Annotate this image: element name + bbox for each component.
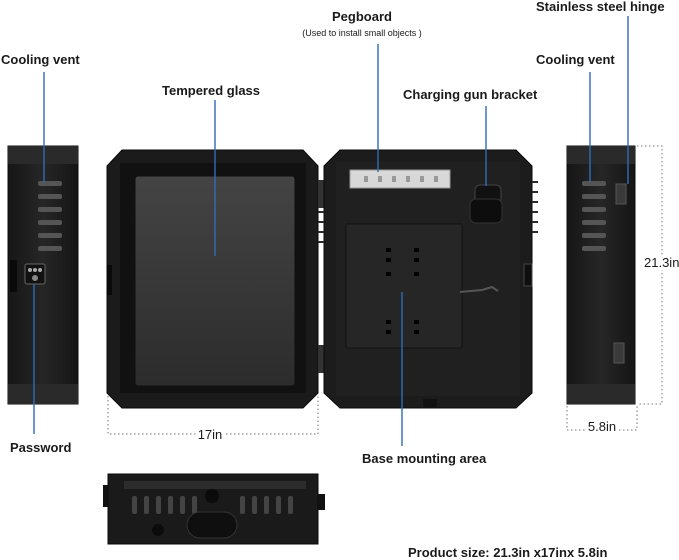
pegboard-rail: [349, 169, 451, 189]
left-side-view: [7, 145, 79, 405]
stainless-steel-hinge-bottom: [613, 342, 625, 364]
charging-gun-bracket-shape: [469, 184, 503, 224]
right-vent-slots: [582, 181, 606, 251]
leader-lines: [33, 16, 629, 446]
stainless-steel-hinge-top: [615, 183, 627, 205]
dimension-lines: [107, 145, 663, 435]
pegboard-note: (Used to install small objects ): [302, 28, 422, 38]
left-vent-slots: [38, 181, 62, 251]
height-dimension: 21.3in: [644, 255, 679, 270]
center-hinge: [318, 180, 325, 373]
width-dimension: 17in: [198, 427, 223, 442]
depth-dimension: 5.8in: [588, 419, 616, 434]
latch: [523, 263, 533, 287]
password-label: Password: [10, 440, 71, 455]
cooling-vent-left-label: Cooling vent: [1, 52, 80, 67]
cooling-vent-right-label: Cooling vent: [536, 52, 615, 67]
tempered-glass-label: Tempered glass: [162, 83, 260, 98]
door-handle: [107, 265, 112, 295]
password-lock-icon: [24, 263, 46, 285]
product-size-label: Product size: 21.3in x17inx 5.8in: [408, 545, 607, 560]
right-side-view: [566, 145, 636, 405]
front-door-view: [106, 149, 319, 409]
bottom-view: [103, 473, 325, 545]
base-mounting-area-label: Base mounting area: [362, 451, 487, 466]
mounting-plate: [345, 223, 463, 349]
side-handle: [10, 260, 17, 292]
cabinet-interior-view: [318, 149, 538, 409]
pegboard-label: Pegboard: [332, 9, 392, 24]
stainless-steel-hinge-label: Stainless steel hinge: [536, 0, 665, 14]
charging-gun-bracket-label: Charging gun bracket: [403, 87, 538, 102]
